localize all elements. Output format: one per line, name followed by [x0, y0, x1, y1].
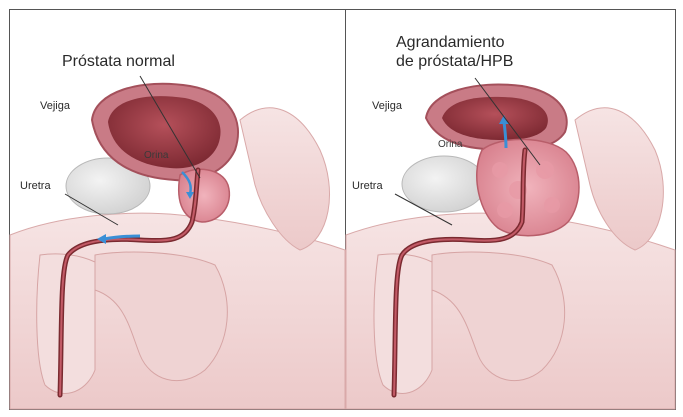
panel-title-line-1: Agrandamiento [396, 34, 505, 51]
urethra-label: Uretra [352, 180, 383, 192]
bladder-label: Vejiga [40, 100, 71, 112]
penis [374, 254, 432, 394]
pubic-bone [402, 156, 486, 212]
panel-title: Próstata normal [62, 53, 175, 70]
bladder-label: Vejiga [372, 100, 403, 112]
urethra-label: Uretra [20, 180, 51, 192]
urine-label: Orina [144, 150, 169, 161]
panel-title-line-2: de próstata/HPB [396, 53, 513, 70]
prostate-enlarged [477, 139, 579, 235]
urine-label: Orina [438, 139, 463, 150]
